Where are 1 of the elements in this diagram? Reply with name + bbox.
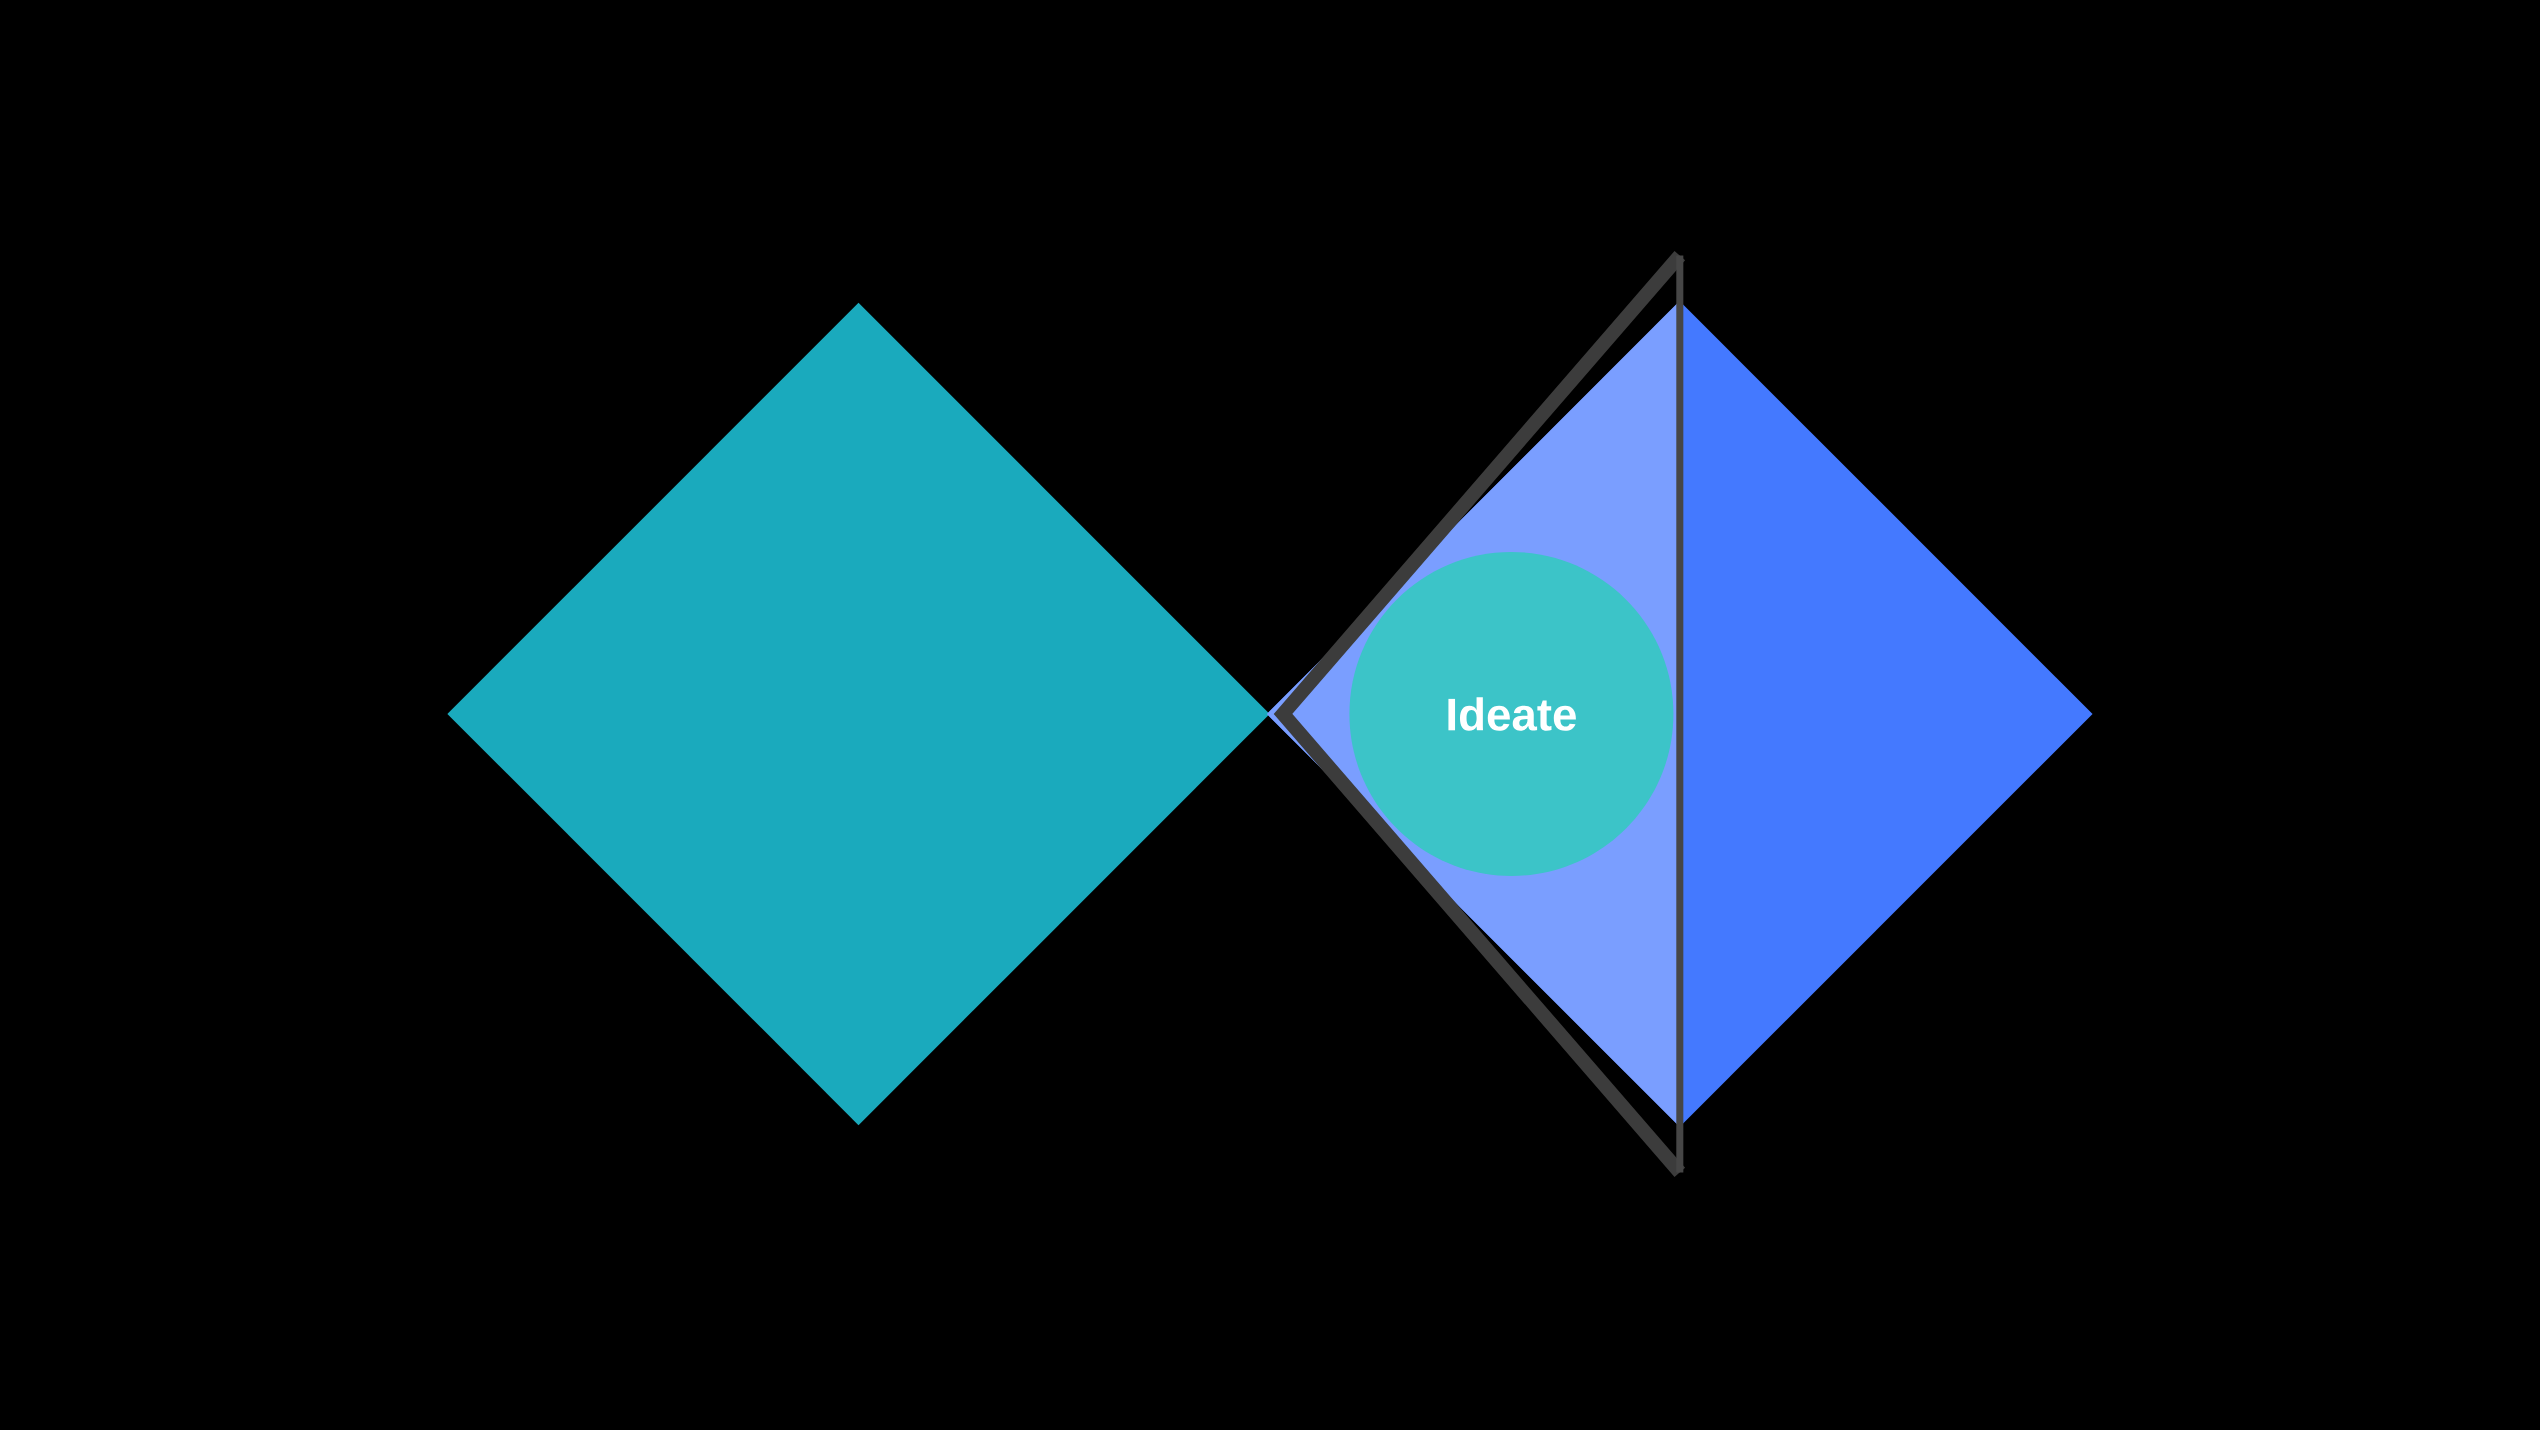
diamond [447, 302, 1270, 1126]
